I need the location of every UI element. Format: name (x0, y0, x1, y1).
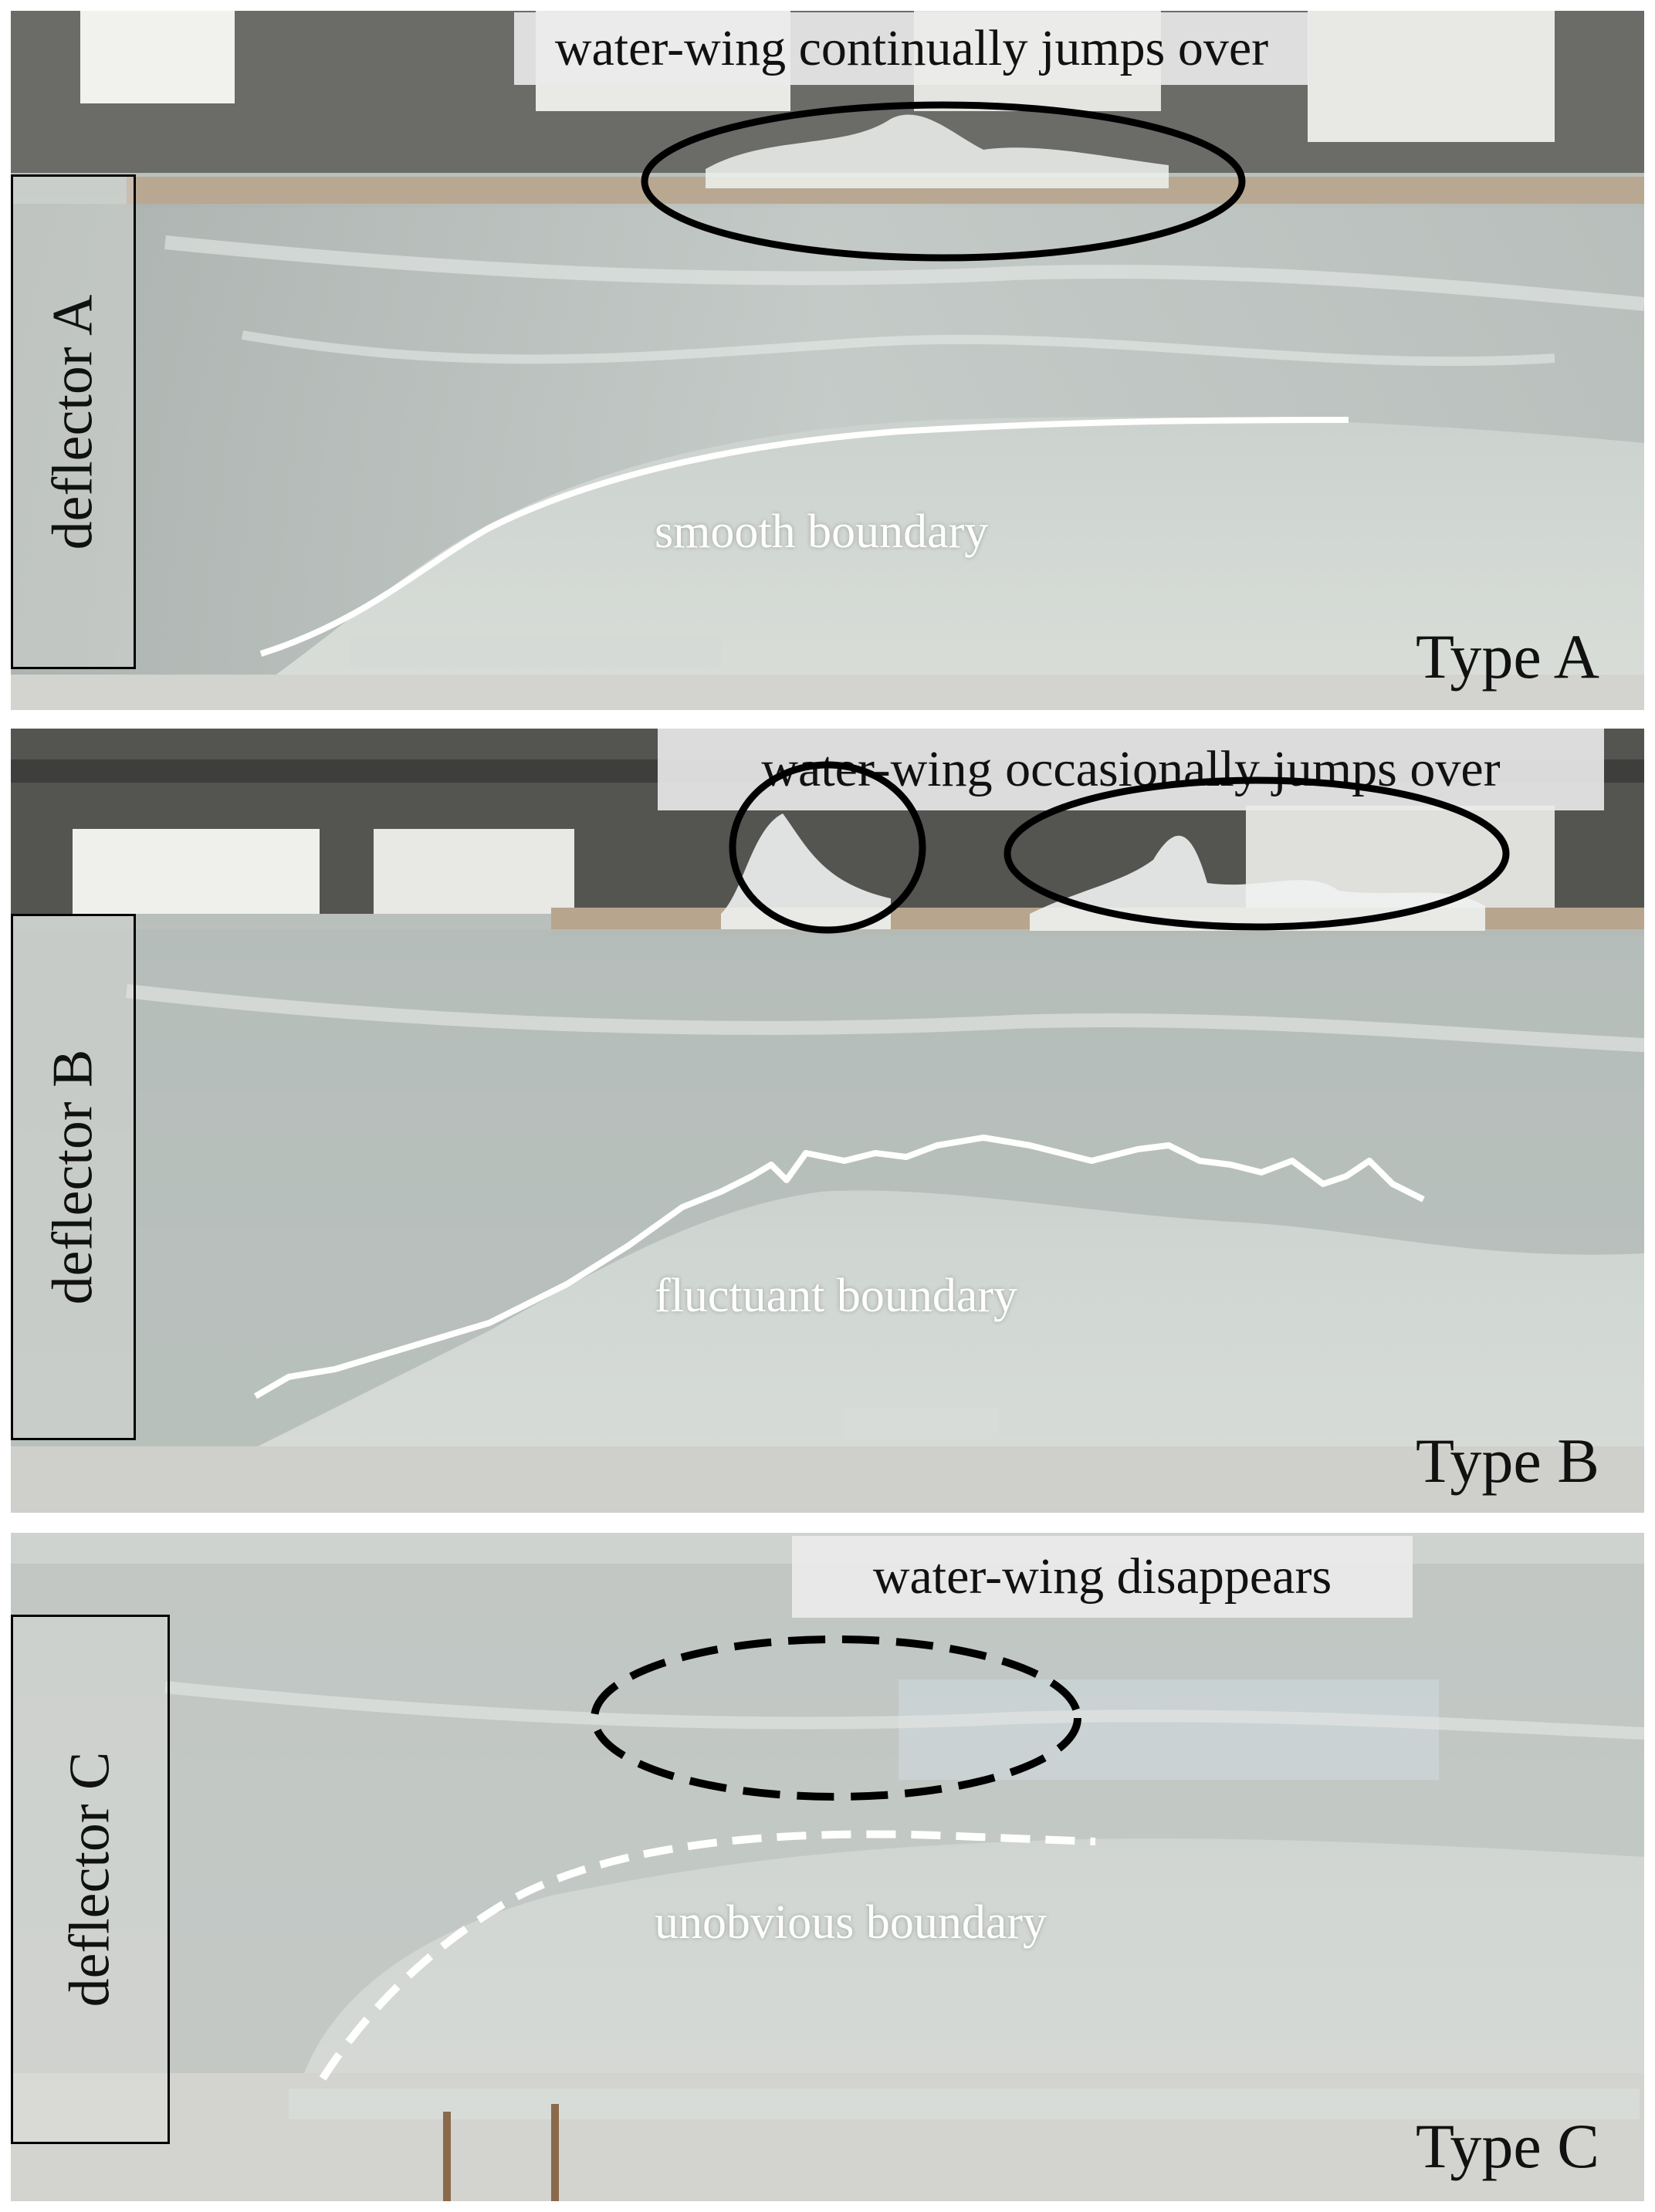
deflector-label: deflector C (58, 1751, 122, 2007)
deflector-label: deflector B (41, 1049, 105, 1305)
deflector-label: deflector A (41, 294, 105, 550)
type-label: Type B (1416, 1426, 1599, 1496)
caption-box: water-wing occasionally jumps over (658, 729, 1604, 810)
caption-box: water-wing disappears (792, 1536, 1413, 1618)
photo-panel-a: water-wing continually jumps over deflec… (11, 11, 1644, 710)
boundary-label: unobvious boundary (655, 1896, 1047, 1949)
deflector-box: deflector B (11, 914, 136, 1440)
flume-photo-b (11, 729, 1644, 1513)
type-label: Type A (1416, 621, 1599, 692)
photo-panel-c: water-wing disappears deflector C unobvi… (11, 1533, 1644, 2201)
deflector-box: deflector C (11, 1615, 170, 2144)
photo-panel-b: water-wing occasionally jumps over defle… (11, 729, 1644, 1513)
boundary-label: fluctuant boundary (655, 1270, 1018, 1322)
deflector-box: deflector A (11, 174, 136, 669)
type-label: Type C (1416, 2111, 1599, 2181)
flume-photo-c (11, 1533, 1644, 2201)
flume-photo-a (11, 11, 1644, 710)
boundary-label: smooth boundary (655, 506, 989, 558)
caption-box: water-wing continually jumps over (514, 12, 1309, 85)
